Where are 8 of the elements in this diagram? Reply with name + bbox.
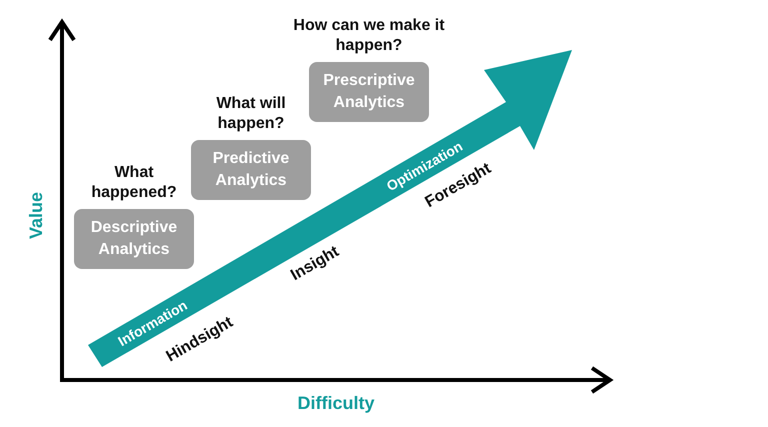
axis-title: Difficulty [298,392,375,414]
analytics-box: Predictive Analytics [191,140,311,200]
question-heading: What will happen? [215,94,287,134]
analytics-box: Prescriptive Analytics [309,62,429,122]
analytics-box: Descriptive Analytics [74,209,194,269]
question-heading: How can we make it happen? [292,16,446,56]
question-heading: What happened? [90,163,178,203]
axis-title: Value [26,191,47,239]
